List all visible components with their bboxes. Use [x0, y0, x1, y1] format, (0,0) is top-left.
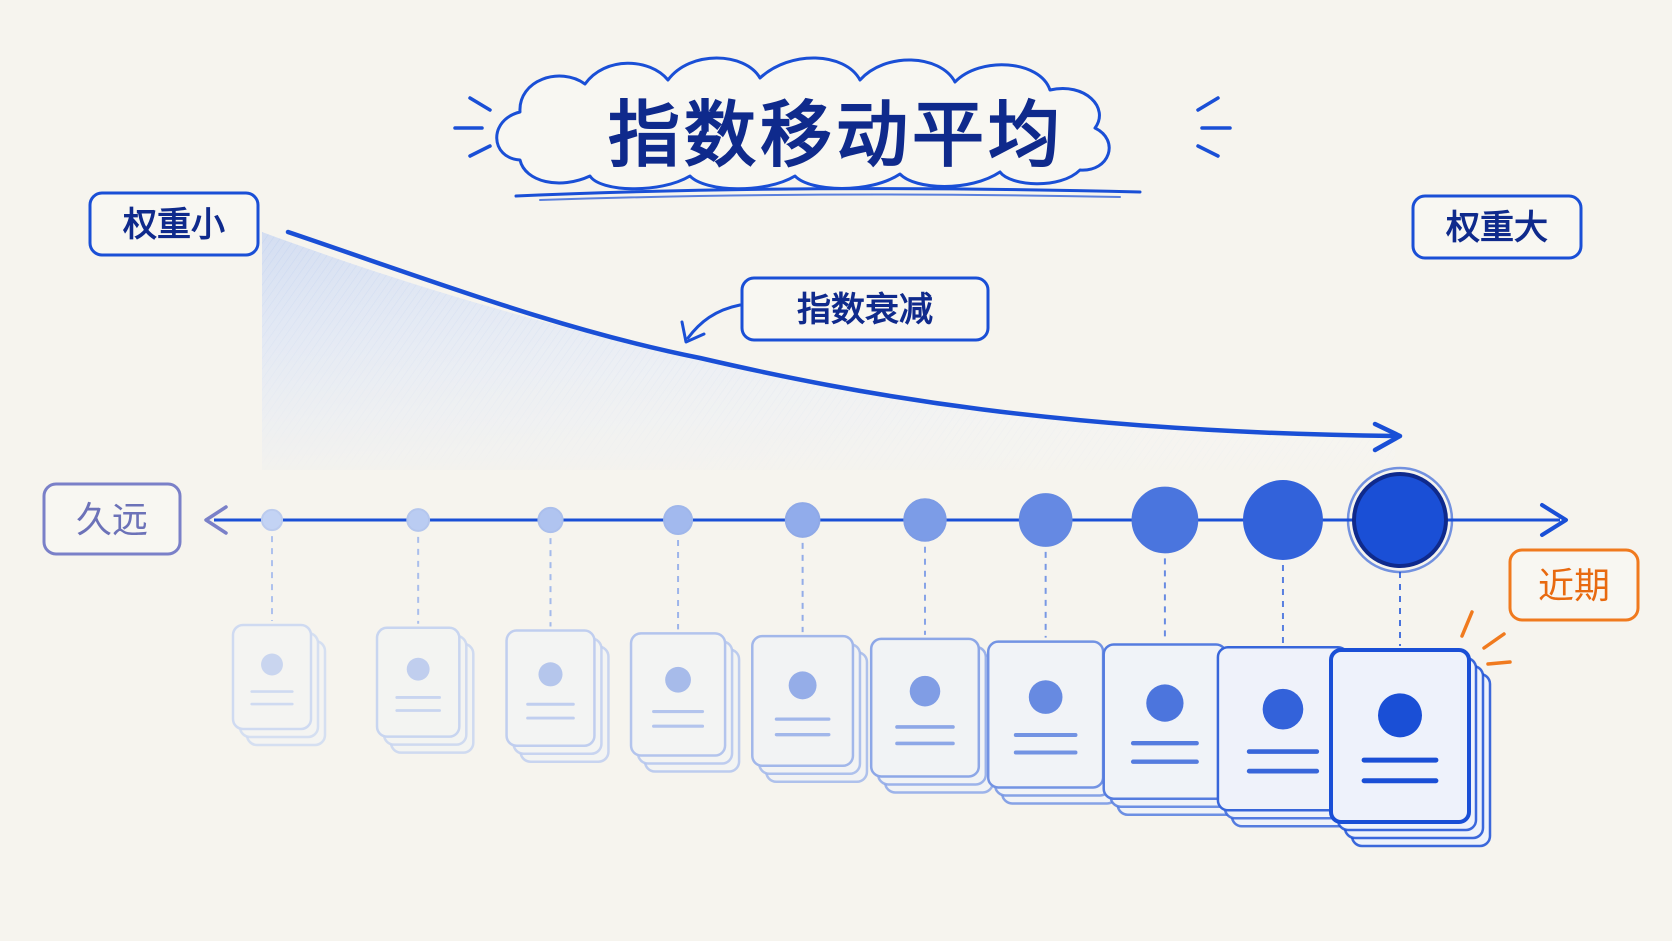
weight-low-label: 权重小: [122, 205, 225, 245]
timeline-item: [505, 506, 610, 763]
title-cloud: [495, 56, 1142, 201]
timeline-point: [663, 504, 694, 536]
document-avatar: [1262, 688, 1304, 730]
document-front: [986, 640, 1105, 789]
timeline-item: [1329, 466, 1492, 848]
document-stack-icon: [1329, 648, 1492, 848]
recent-sparkle-icon: [1460, 610, 1512, 666]
timeline-point: [1243, 480, 1323, 560]
document-front: [869, 637, 981, 778]
page-title: 指数移动平均: [608, 93, 1064, 177]
document-front: [751, 634, 855, 768]
recent-label-box: 近期: [1508, 548, 1640, 622]
timeline-item: [375, 508, 475, 754]
decay-curve-icon: [285, 229, 1403, 453]
document-stack-icon: [986, 640, 1119, 805]
document-avatar: [909, 675, 941, 707]
arrow-left-icon: [204, 505, 228, 535]
document-avatar: [1378, 693, 1422, 738]
document-avatar: [406, 657, 430, 681]
timeline-point: [406, 508, 431, 532]
timeline-axis: [204, 503, 1568, 537]
timeline-item: [869, 498, 995, 794]
decay-label-box: 指数衰减: [680, 276, 990, 344]
document-stack-icon: [629, 632, 741, 773]
timeline-item: [1102, 486, 1242, 816]
timeline-item: [231, 508, 327, 747]
document-stack-icon: [1102, 643, 1242, 816]
timeline-point: [903, 498, 947, 542]
document-stack-icon: [505, 629, 610, 763]
timeline-items: [231, 466, 1492, 848]
sparkle-icon: [453, 96, 1232, 158]
past-label-box: 久远: [42, 482, 182, 556]
document-stack-icon: [375, 626, 475, 754]
timeline-point: [1018, 493, 1073, 547]
title-underline-2: [539, 193, 1121, 201]
document-stack-icon: [869, 637, 995, 794]
document-front: [231, 623, 313, 731]
document-front: [505, 629, 596, 747]
timeline-point-halo: [1346, 466, 1454, 574]
document-front: [629, 632, 727, 757]
weight-low-label-box: 权重小: [88, 191, 260, 257]
timeline-point: [537, 506, 564, 534]
document-front: [375, 626, 461, 738]
decay-area: [262, 232, 1395, 470]
timeline-point: [784, 502, 821, 538]
decay-label: 指数衰减: [797, 290, 933, 330]
timeline-item: [629, 504, 741, 773]
timeline-item: [751, 502, 869, 784]
document-avatar: [538, 662, 563, 687]
weight-high-label-box: 权重大: [1411, 194, 1583, 260]
document-avatar: [788, 671, 817, 700]
timeline-point: [1352, 472, 1448, 568]
arrow-right-icon: [1540, 503, 1568, 537]
title-underline: [514, 187, 1142, 198]
timeline-point: [260, 508, 284, 532]
document-stack-icon: [231, 623, 327, 747]
timeline-point: [1131, 486, 1199, 554]
weight-high-label: 权重大: [1445, 208, 1548, 248]
document-avatar: [1146, 684, 1184, 722]
document-avatar: [665, 666, 691, 693]
recent-label: 近期: [1538, 566, 1610, 607]
document-stack-icon: [751, 634, 869, 784]
decay-pointer: [686, 303, 742, 340]
document-avatar: [261, 653, 283, 676]
timeline-item: [986, 493, 1119, 805]
document-avatar: [1028, 680, 1063, 714]
past-label: 久远: [76, 500, 148, 541]
